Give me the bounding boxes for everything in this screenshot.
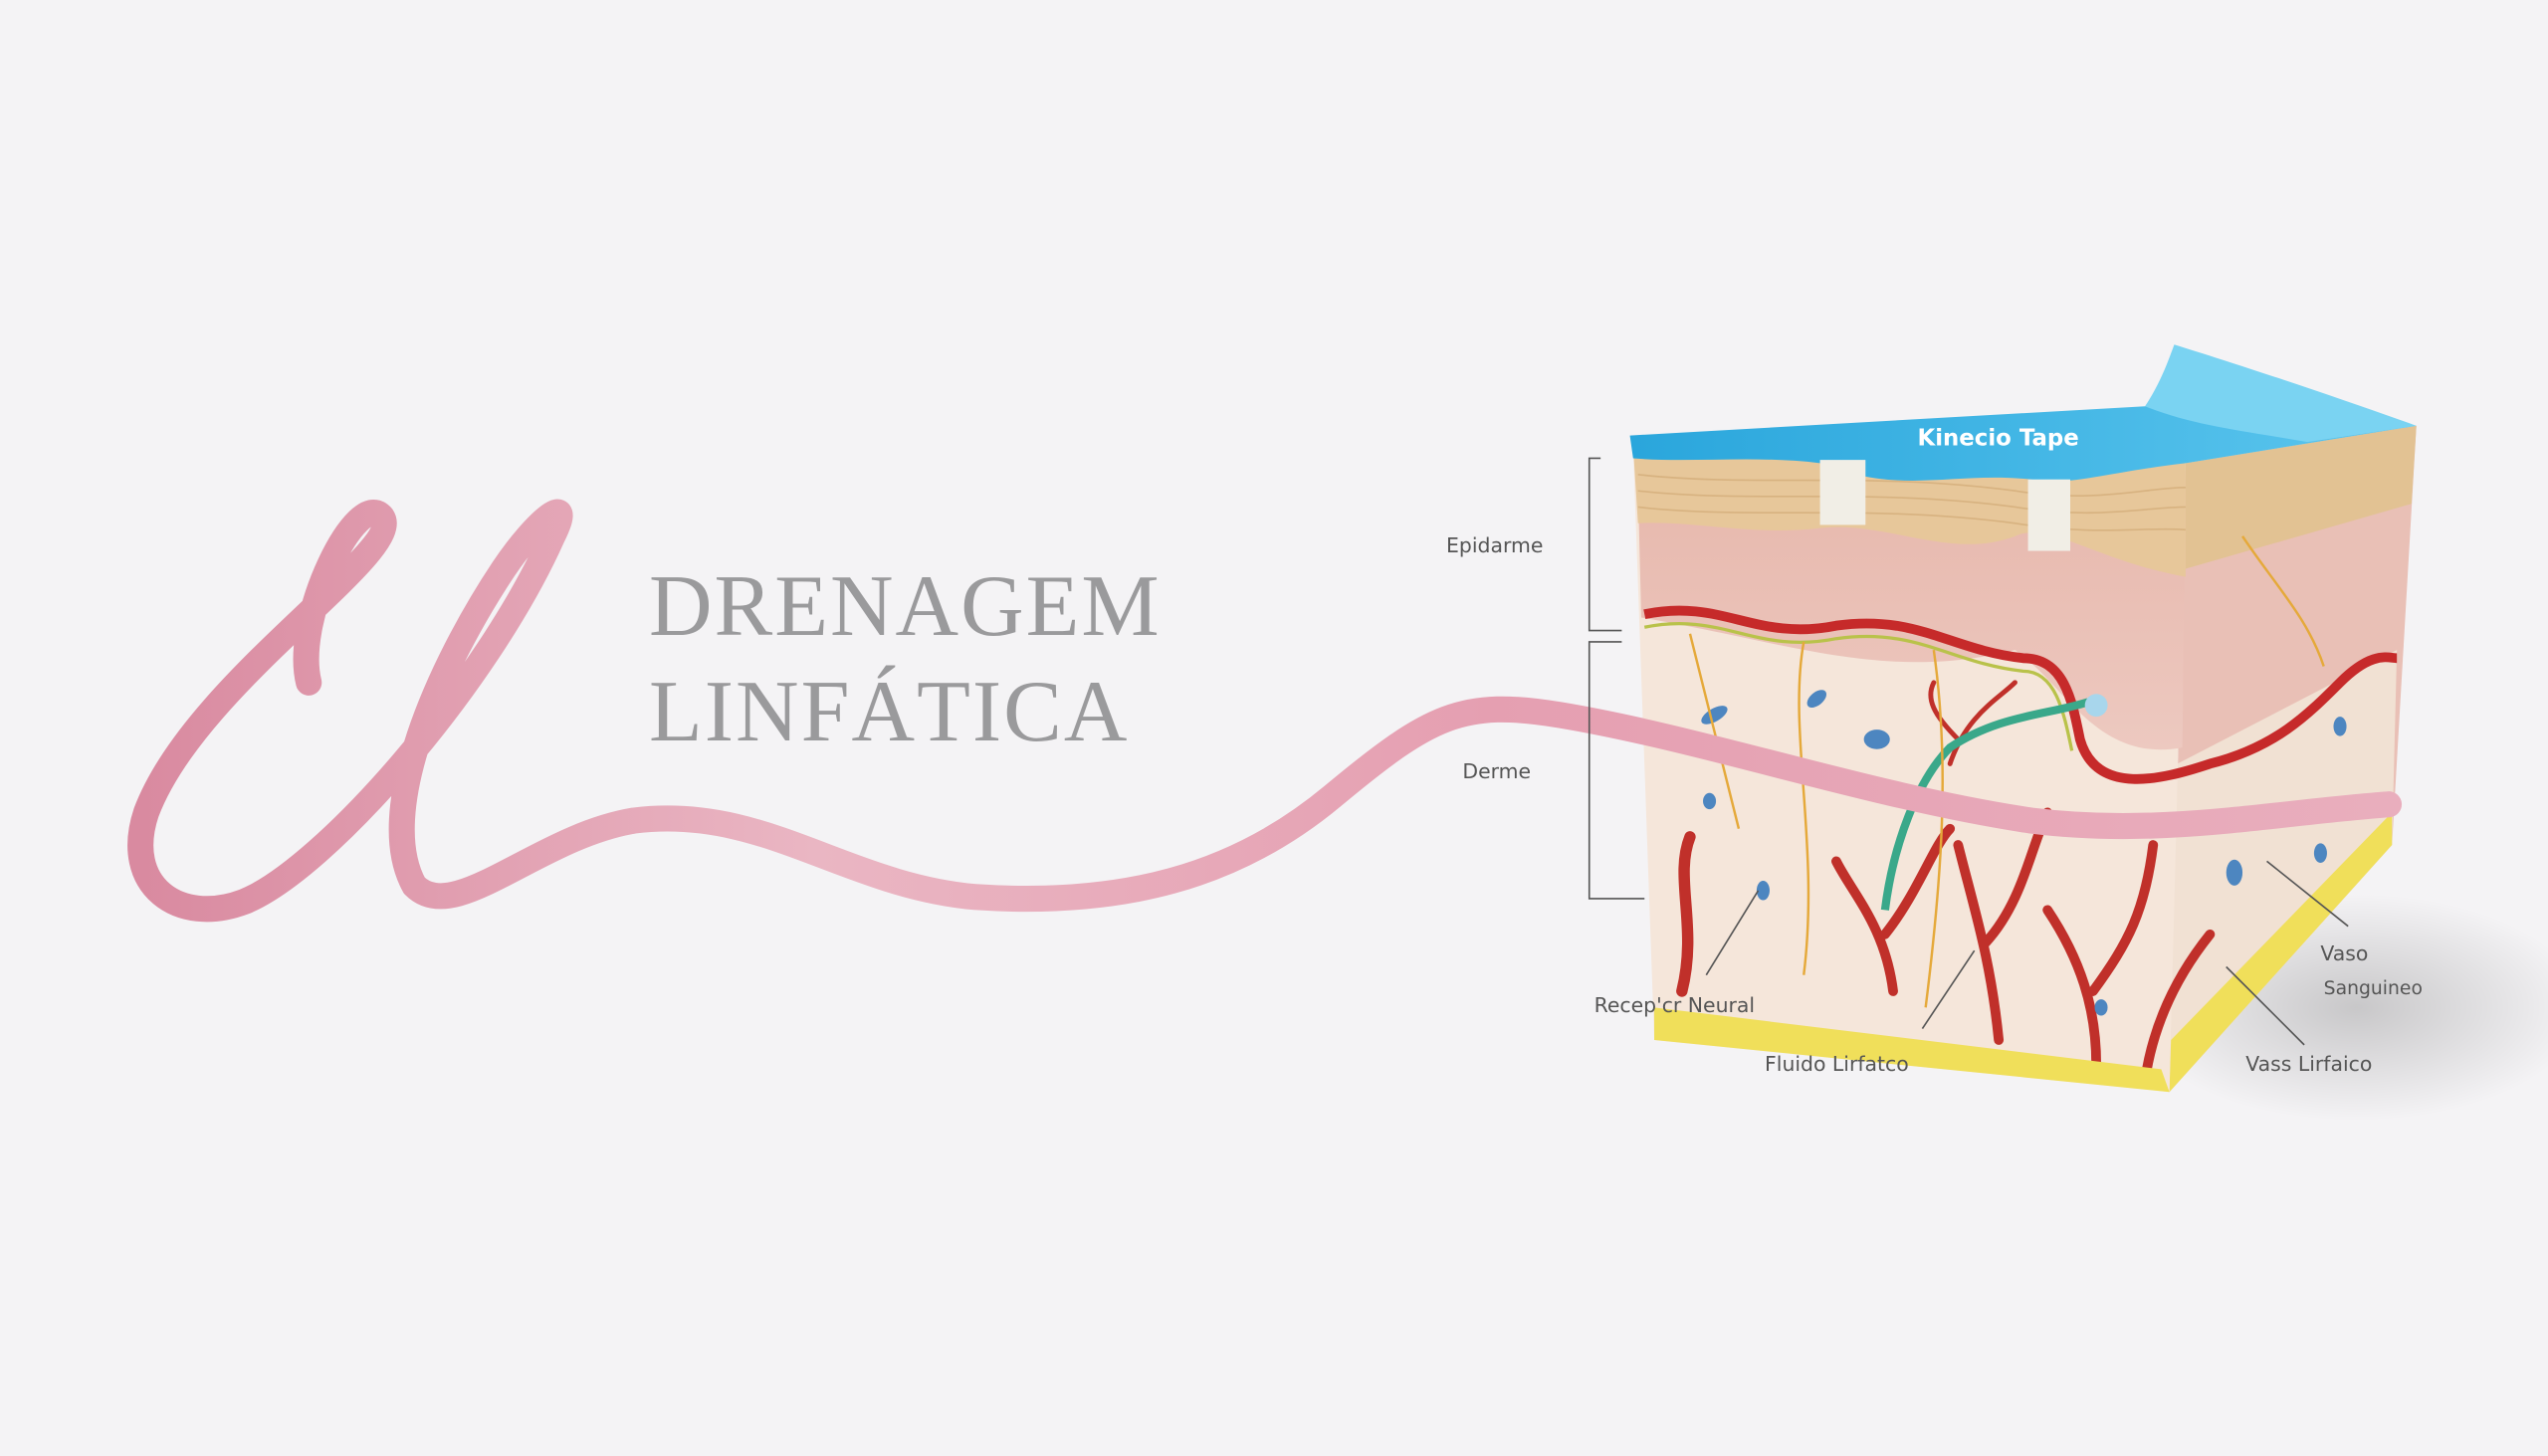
neural-receptor-label: Recep'cr Neural [1594,993,1755,1017]
lymph-fluid-label: Fluido Lirfatco [1765,1052,1909,1076]
lymphatic-vessel [1880,698,2090,911]
pink-ribbon [127,499,2403,923]
label-lines [1588,457,2349,1046]
lymph-vessel-leader [2226,965,2305,1046]
blood-vessel-label-line2: Sanguineo [2324,978,2423,999]
epidermis-label: Epidarme [1446,533,1543,557]
blood-vessel-label-line1: Vaso [2320,941,2368,965]
lymph-fluid-droplets [1701,690,2347,1016]
cube-bottom-strip [1654,1007,2170,1093]
lymph-node [2084,694,2108,718]
blood-vessel-leader [2266,860,2349,928]
skin-cube [1629,344,2417,1093]
title-line-1: DRENAGEM [649,558,1162,655]
title-line-2: LINFÁTICA [649,664,1130,760]
lymph-vessel-label: Vass Lirfaico [2245,1052,2372,1076]
fluid-leader [1921,949,1976,1029]
cube-right-epidermis [2185,425,2417,569]
nerve-fibers [1688,535,2325,1008]
tape-anchor-right [2027,479,2070,551]
deep-blood-vessels [1676,680,2216,1086]
tape-curl [2145,344,2417,443]
cube-right-bottom [2169,812,2393,1093]
dermis-label: Derme [1462,759,1531,783]
yellow-membrane [1643,622,2074,751]
epidermis-stripes [1637,473,2186,531]
receptor-leader [1705,890,1760,976]
epidermis-bracket [1588,457,1622,632]
tape-label: Kinecio Tape [1918,425,2079,451]
superficial-blood-vessel [1643,605,2398,784]
epidermis-pink-layer [1637,487,2186,750]
tape-anchor-left [1819,460,1866,525]
dermis-bracket [1588,641,1645,900]
